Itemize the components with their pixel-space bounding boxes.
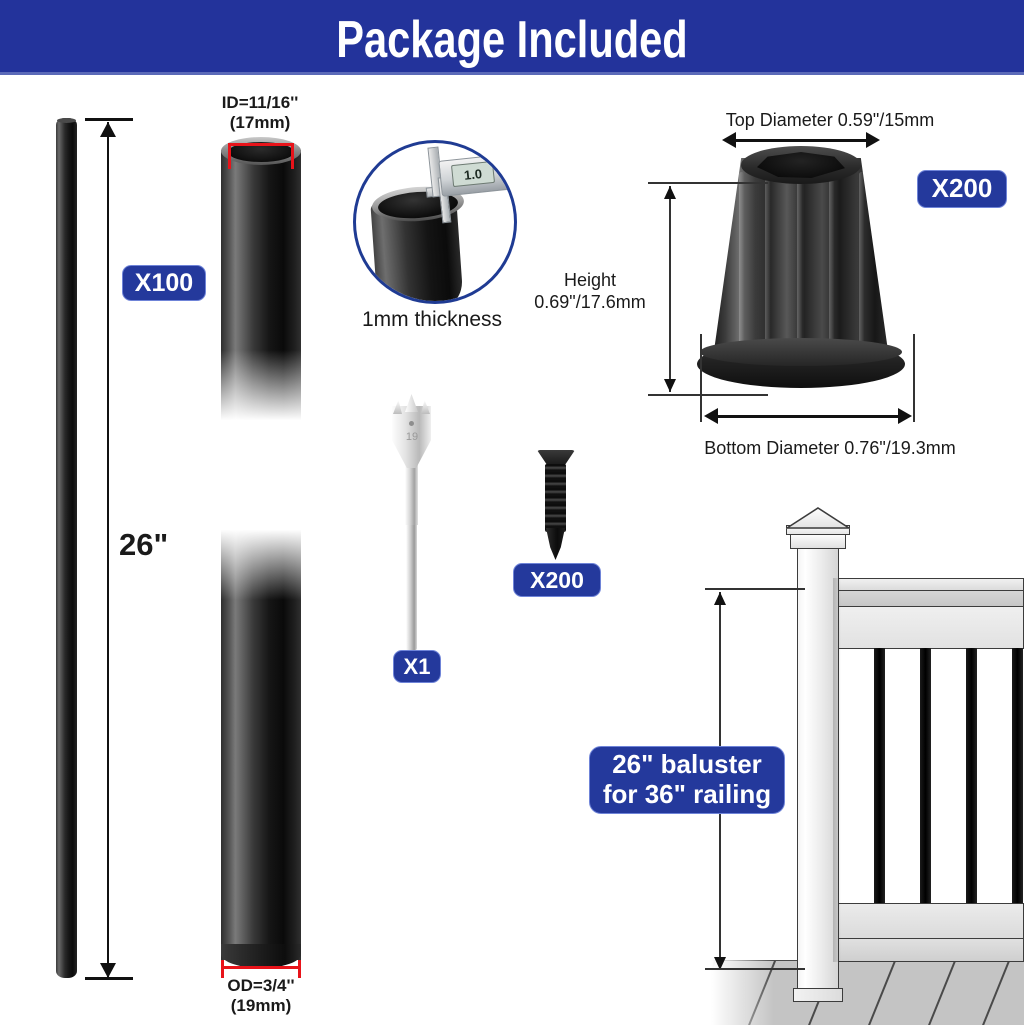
railing-top-rail [839, 606, 1024, 649]
connector-flange-top [700, 338, 902, 366]
screw-drill-point [546, 528, 565, 560]
railing-post-collar [790, 533, 846, 549]
header-banner [0, 0, 1024, 72]
id-dimension-bar [228, 143, 294, 146]
tube-fade-upper [221, 350, 301, 430]
railing-baluster [920, 648, 931, 906]
tube-fade-lower [221, 520, 301, 600]
id-dimension-tick-left [228, 143, 231, 169]
tube-bottom-cap [221, 944, 301, 968]
top-diameter-arrow-left-icon [722, 132, 736, 148]
drill-bit-hole [409, 421, 414, 426]
railing-callout-badge: 26" baluster for 36" railing [589, 746, 785, 814]
dimension-extension-top [85, 118, 133, 121]
baluster-rod-highlight [57, 118, 76, 123]
tube-outer-diameter-label-line2: (19mm) [230, 996, 292, 1015]
header-underline [0, 72, 1024, 75]
tube-inner-diameter-label-line1: ID=11/16'' [221, 93, 299, 112]
height-extension-bottom [648, 394, 768, 396]
railing-baluster [874, 648, 885, 906]
id-dimension-tick-right [291, 143, 294, 169]
screw-shaft [545, 464, 566, 532]
drill-bit-spur-right [421, 400, 430, 414]
railing-baluster [1012, 648, 1023, 906]
railing-callout-line2: for 36" railing [602, 779, 772, 809]
page-title: Package Included [336, 11, 688, 69]
top-diameter-arrow-right-icon [866, 132, 880, 148]
height-dimension-line [669, 186, 671, 392]
bottom-diameter-arrow-line [712, 415, 902, 418]
railing-dimension-extension-top [705, 588, 805, 590]
railing-dimension-arrow-up-icon [714, 592, 726, 605]
screw-head [537, 450, 575, 467]
tube-body-lower [221, 530, 301, 960]
railing-bottom-band [839, 938, 1024, 962]
height-arrow-up-icon [664, 186, 676, 199]
railing-post [797, 548, 839, 998]
railing-top-band [839, 590, 1024, 607]
od-dimension-tick-right [298, 960, 301, 978]
baluster-height-label: 26" [119, 527, 169, 562]
bottom-diameter-extension-left [700, 334, 702, 422]
bottom-diameter-arrow-left-icon [704, 408, 718, 424]
connector-rib [739, 172, 744, 352]
height-extension-top [648, 182, 768, 184]
top-diameter-arrow-line [730, 139, 870, 142]
railing-bottom-rail [839, 903, 1024, 941]
railing-baluster [966, 648, 977, 906]
deck-plank-line [970, 961, 1014, 1025]
tube-outer-diameter-label-line1: OD=3/4'' [227, 976, 295, 995]
dimension-extension-bottom [85, 977, 133, 980]
bottom-diameter-arrow-right-icon [898, 408, 912, 424]
connector-quantity-badge: X200 [917, 170, 1007, 208]
connector-rib [859, 172, 864, 352]
connector-height-label-line1: Height [563, 270, 617, 290]
connector-height-label-line2: 0.69"/17.6mm [534, 292, 646, 312]
baluster-quantity-badge: X100 [122, 265, 206, 301]
drill-bit-quantity-badge: X1 [393, 650, 441, 683]
railing-callout-line1: 26" baluster [612, 749, 762, 780]
connector-top-diameter-label: Top Diameter 0.59"/15mm [725, 110, 935, 130]
od-dimension-bar [221, 966, 301, 969]
thickness-caption: 1mm thickness [361, 308, 503, 331]
height-arrow-down-icon [664, 379, 676, 392]
drill-bit-shank [406, 520, 417, 650]
drill-bit-spur-left [393, 400, 402, 414]
tube-inner-diameter-label-line2: (17mm) [229, 113, 291, 132]
railing-dimension-arrow-down-icon [714, 957, 726, 970]
railing-post-cap-outline-icon [786, 507, 850, 529]
railing-post-base [793, 988, 843, 1002]
dimension-arrow-down-icon [100, 963, 116, 978]
connector-bottom-diameter-label: Bottom Diameter 0.76"/19.3mm [704, 438, 956, 458]
deck-plank-line [856, 961, 900, 1025]
caliper-display: 1.0 [450, 160, 496, 188]
connector-rib [797, 162, 802, 354]
drill-bit-size-marking: 19 [405, 431, 419, 443]
drill-bit-neck [405, 455, 418, 525]
baluster-rod [56, 118, 77, 978]
thickness-detail-circle: 1.0 [353, 140, 517, 304]
deck-plank-line [916, 961, 960, 1025]
connector-body [713, 158, 889, 358]
dimension-line-vertical [107, 122, 109, 978]
bottom-diameter-extension-right [913, 334, 915, 422]
screw-quantity-badge: X200 [513, 563, 601, 597]
railing-dimension-extension-bottom [705, 968, 805, 970]
od-dimension-tick-left [221, 960, 224, 978]
railing-post-shadow [833, 578, 841, 962]
dimension-arrow-up-icon [100, 122, 116, 137]
connector-rib [829, 166, 834, 354]
connector-rib [765, 166, 770, 354]
tube-opening-inner [228, 142, 294, 162]
drill-bit-tip [405, 394, 418, 412]
